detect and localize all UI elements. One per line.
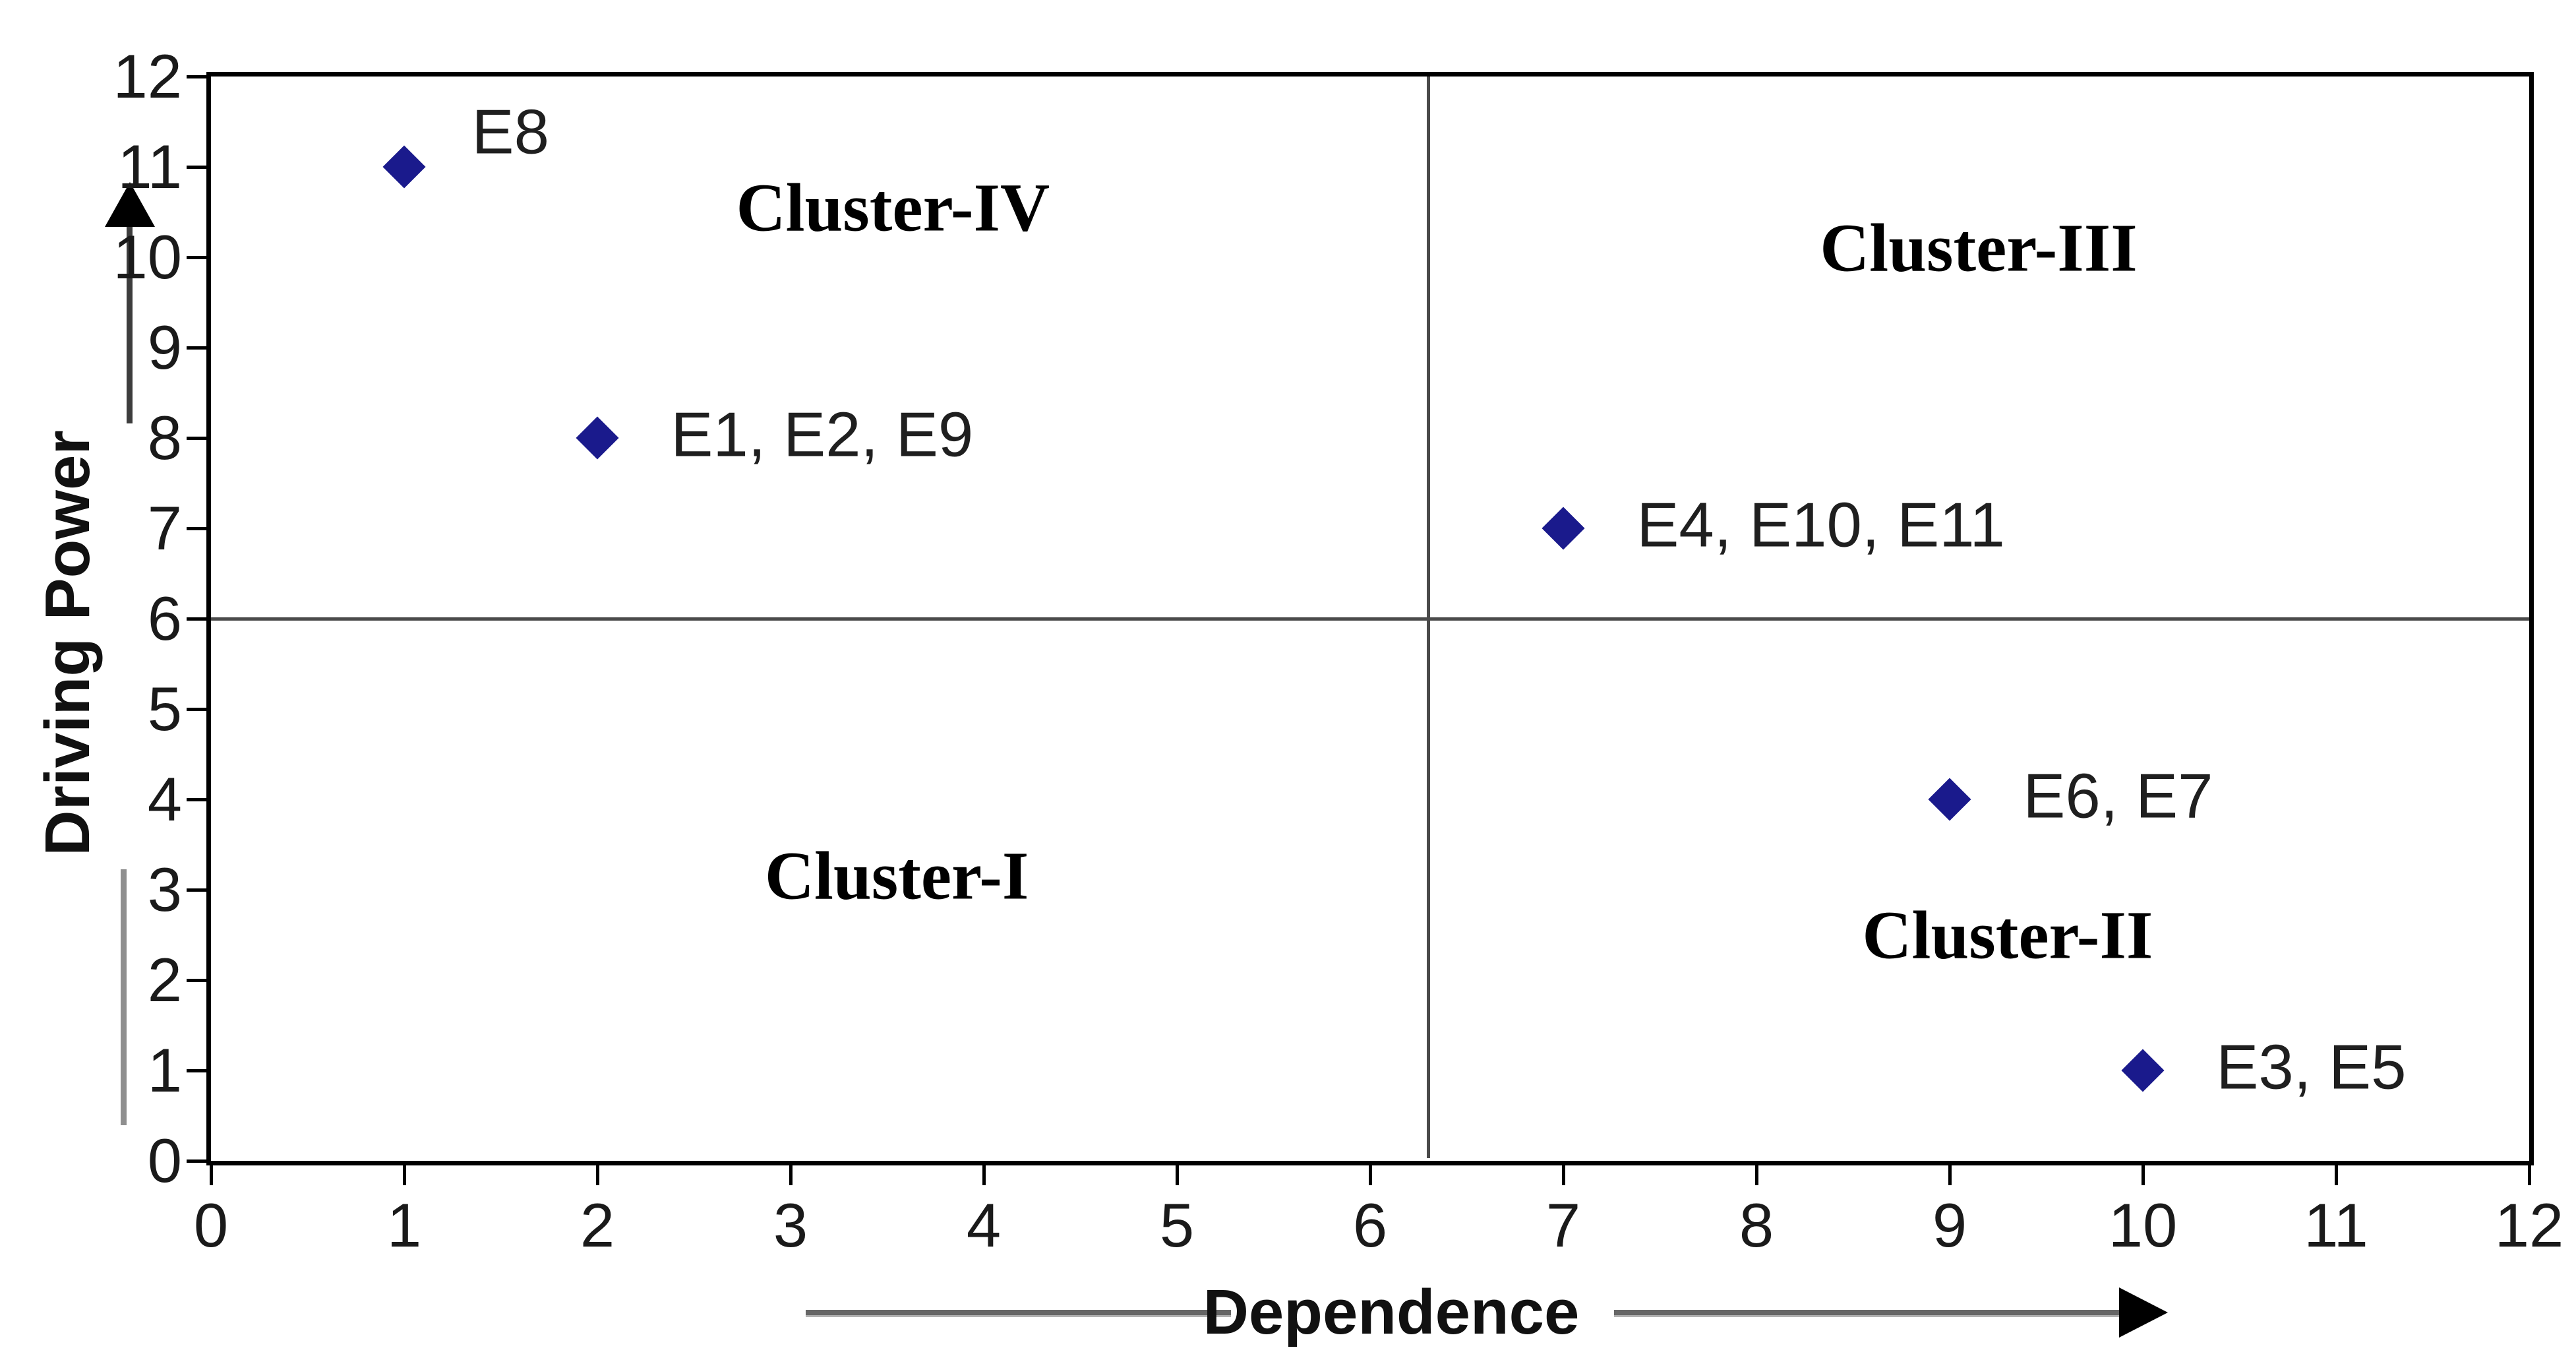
x-axis-tick <box>1948 1165 1952 1185</box>
x-axis-tick-label: 1 <box>386 1190 422 1260</box>
x-axis-tick-label: 9 <box>1932 1190 1967 1260</box>
x-axis-tick <box>2142 1165 2145 1185</box>
y-axis-tick <box>187 798 206 801</box>
x-axis-tick-label: 5 <box>1159 1190 1195 1260</box>
y-axis-tick <box>187 437 206 440</box>
y-axis-tick-label: 2 <box>147 945 182 1014</box>
x-axis-tick <box>1369 1165 1372 1185</box>
y-axis-lower-line <box>121 869 127 1125</box>
x-axis-tick <box>1562 1165 1565 1185</box>
x-axis-tick-label: 6 <box>1352 1190 1388 1260</box>
y-axis-tick <box>187 979 206 982</box>
up-arrow-icon <box>105 182 155 227</box>
x-axis-tick-label: 12 <box>2494 1190 2564 1260</box>
x-axis-tick <box>210 1165 213 1185</box>
y-axis-tick-label: 8 <box>147 403 182 472</box>
x-axis-tick-label: 2 <box>580 1190 615 1260</box>
x-axis-tick-label: 10 <box>2108 1190 2178 1260</box>
y-axis-tick <box>187 1159 206 1163</box>
y-axis-tick <box>187 166 206 169</box>
data-point-label: E3, E5 <box>2216 1032 2407 1103</box>
x-axis-arrow-line-right <box>1614 1310 2120 1317</box>
y-axis-tick-label: 11 <box>117 132 182 201</box>
x-axis-tick <box>403 1165 406 1185</box>
x-axis-tick <box>2528 1165 2531 1185</box>
x-axis-tick <box>982 1165 986 1185</box>
y-axis-tick-label: 0 <box>147 1126 182 1195</box>
y-axis-tick-label: 9 <box>147 313 182 382</box>
y-axis-tick-label: 12 <box>113 42 182 111</box>
x-axis-tick <box>1176 1165 1179 1185</box>
quadrant-divider-horizontal <box>211 617 2529 621</box>
x-axis-tick <box>1755 1165 1758 1185</box>
data-point-label: E1, E2, E9 <box>671 399 974 470</box>
x-axis-tick-label: 0 <box>193 1190 229 1260</box>
y-axis-tick <box>187 888 206 892</box>
y-axis-arrow-line <box>127 226 133 423</box>
data-point-label: E4, E10, E11 <box>1636 489 2005 561</box>
y-axis-tick-label: 6 <box>147 584 182 653</box>
x-axis-tick-label: 3 <box>773 1190 808 1260</box>
y-axis-tick <box>187 346 206 350</box>
quadrant-label: Cluster-II <box>1862 897 2153 973</box>
quadrant-label: Cluster-I <box>764 838 1029 914</box>
y-axis-tick <box>187 708 206 711</box>
y-axis-tick-label: 3 <box>147 855 182 924</box>
y-axis-tick-label: 4 <box>147 764 182 834</box>
y-axis-tick-label: 10 <box>113 222 182 292</box>
right-arrow-icon <box>2119 1287 2168 1338</box>
data-point-label: E8 <box>471 96 549 168</box>
y-axis-tick-label: 5 <box>147 674 182 743</box>
x-axis-tick-label: 4 <box>966 1190 1002 1260</box>
y-axis-tick <box>187 617 206 621</box>
x-axis-title: Dependence <box>1203 1277 1580 1347</box>
y-axis-tick-label: 7 <box>147 493 182 563</box>
x-axis-tick <box>596 1165 599 1185</box>
quadrant-label: Cluster-III <box>1820 210 2138 286</box>
x-axis-tick-label: 11 <box>2304 1190 2368 1260</box>
x-axis-tick-label: 8 <box>1739 1190 1774 1260</box>
x-axis-tick-label: 7 <box>1545 1190 1581 1260</box>
x-axis-arrow-line-left <box>806 1310 1231 1317</box>
y-axis-tick <box>187 256 206 259</box>
y-axis-tick-label: 1 <box>147 1035 182 1105</box>
data-point-label: E6, E7 <box>2023 760 2213 832</box>
x-axis-tick <box>2335 1165 2338 1185</box>
y-axis-tick <box>187 527 206 530</box>
quadrant-label: Cluster-IV <box>736 170 1050 246</box>
y-axis-tick <box>187 1069 206 1072</box>
x-axis-tick <box>789 1165 793 1185</box>
y-axis-tick <box>187 75 206 78</box>
